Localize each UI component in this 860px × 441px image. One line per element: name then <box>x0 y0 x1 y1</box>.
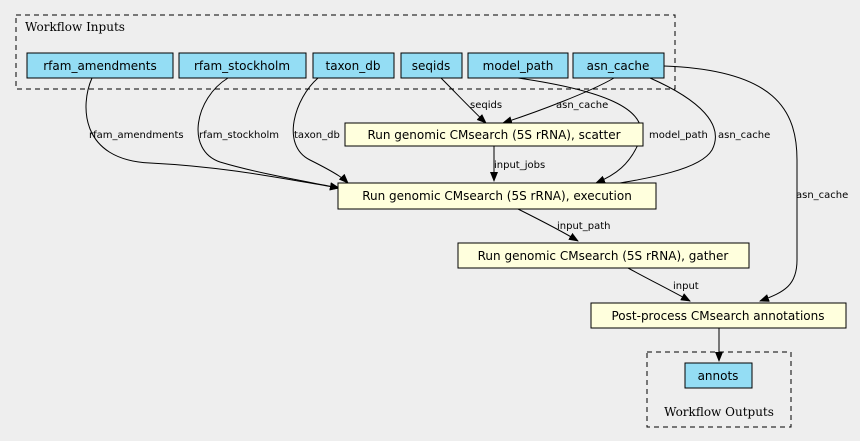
input-node-rfam-stockholm[interactable]: rfam_stockholm <box>178 52 307 79</box>
input-label-rfam-stockholm: rfam_stockholm <box>194 59 290 73</box>
step-label-execution: Run genomic CMsearch (5S rRNA), executio… <box>362 189 632 203</box>
input-label-seqids: seqids <box>412 59 450 73</box>
step-node-postprocess[interactable]: Post-process CMsearch annotations <box>590 302 847 329</box>
input-node-model-path[interactable]: model_path <box>467 52 569 79</box>
input-label-rfam-amendments: rfam_amendments <box>43 59 156 73</box>
input-node-asn-cache[interactable]: asn_cache <box>572 52 665 79</box>
edge-asn-cache-postprocess <box>663 65 798 302</box>
input-node-rfam-amendments[interactable]: rfam_amendments <box>26 52 174 79</box>
edge-label-input: input <box>673 281 699 292</box>
edge-label-rfam-amendments: rfam_amendments <box>89 130 184 141</box>
edge-rfam-amendments-execution <box>85 77 340 191</box>
edge-label-rfam-stockholm: rfam_stockholm <box>199 130 279 141</box>
edges <box>85 65 798 362</box>
step-label-gather: Run genomic CMsearch (5S rRNA), gather <box>478 249 729 263</box>
edge-label-input-jobs: input_jobs <box>494 160 545 171</box>
edge-taxon-db-execution <box>292 77 349 184</box>
step-node-scatter[interactable]: Run genomic CMsearch (5S rRNA), scatter <box>344 122 644 147</box>
edge-label-model-path: model_path <box>649 130 708 141</box>
input-label-model-path: model_path <box>483 59 554 73</box>
edge-label-taxon-db: taxon_db <box>294 130 340 141</box>
step-node-execution[interactable]: Run genomic CMsearch (5S rRNA), executio… <box>337 182 657 210</box>
edge-label-asn-cache-post: asn_cache <box>796 190 848 201</box>
input-label-taxon-db: taxon_db <box>326 59 381 73</box>
step-label-scatter: Run genomic CMsearch (5S rRNA), scatter <box>367 128 620 142</box>
step-label-postprocess: Post-process CMsearch annotations <box>612 309 825 323</box>
edge-label-asn-cache-scatter: asn_cache <box>556 100 608 111</box>
output-node-annots[interactable]: annots <box>684 362 753 389</box>
edge-gather-postprocess <box>627 267 691 302</box>
edge-labels: seqids asn_cache rfam_amendments rfam_st… <box>89 100 848 292</box>
input-node-taxon-db[interactable]: taxon_db <box>312 52 395 79</box>
edge-label-input-path: input_path <box>557 221 610 232</box>
edge-asn-cache-execution <box>596 77 716 190</box>
workflow-inputs-cluster: Workflow Inputs <box>15 14 676 90</box>
edge-label-asn-cache-exec: asn_cache <box>718 130 770 141</box>
edge-execution-gather <box>517 208 579 242</box>
input-label-asn-cache: asn_cache <box>587 59 650 73</box>
edge-seqids-scatter <box>440 77 487 124</box>
workflow-outputs-label: Workflow Outputs <box>664 405 774 419</box>
workflow-inputs-label: Workflow Inputs <box>25 20 125 34</box>
edge-label-seqids: seqids <box>470 100 502 111</box>
edge-rfam-stockholm-execution <box>197 77 340 191</box>
output-label-annots: annots <box>698 369 739 383</box>
step-node-gather[interactable]: Run genomic CMsearch (5S rRNA), gather <box>457 242 750 269</box>
input-node-seqids[interactable]: seqids <box>400 52 463 79</box>
edge-asn-cache-scatter <box>502 77 615 125</box>
